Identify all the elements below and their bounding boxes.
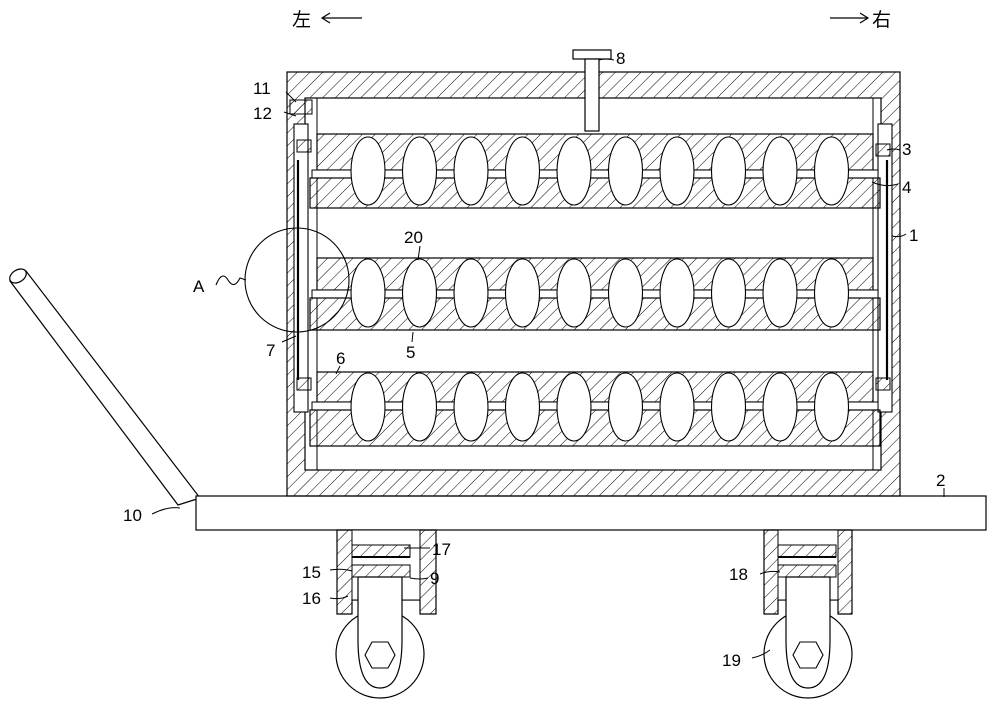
tray-2 [309, 257, 881, 331]
right-arrow-head [859, 12, 870, 24]
direction-left: 左 [292, 9, 362, 31]
egg-slot [401, 136, 438, 206]
rod-cap [572, 49, 612, 60]
egg-slot [659, 136, 695, 206]
label-9: 9 [430, 569, 439, 588]
egg-slot [453, 258, 489, 328]
label-17: 17 [432, 540, 451, 559]
label-a: A [193, 277, 205, 296]
leader-12 [283, 111, 297, 117]
tray-3 [309, 371, 881, 447]
tray-group [309, 133, 881, 447]
push-handle [9, 268, 201, 506]
direction-right: 右 [830, 9, 891, 31]
leader-4 [871, 181, 899, 187]
left-side-frame [289, 99, 313, 413]
rod-shaft [584, 58, 600, 132]
part-11-12-block [289, 99, 313, 115]
egg-slot [504, 372, 541, 442]
leader-20 [417, 245, 421, 261]
egg-slot [607, 136, 644, 206]
handle-grip-end [9, 268, 27, 284]
left-wheel-bracket [357, 576, 403, 689]
egg-slot [453, 372, 489, 442]
label-4: 4 [902, 178, 911, 197]
leader-3 [886, 148, 901, 151]
label-7: 7 [266, 341, 275, 360]
egg-slot [813, 136, 850, 206]
label-1: 1 [909, 226, 918, 245]
leader-16 [329, 595, 349, 600]
egg-slot [659, 372, 695, 442]
egg-slot [504, 258, 541, 328]
left-arrow-head [320, 12, 331, 24]
leader-18 [759, 570, 781, 575]
egg-slot [762, 258, 798, 328]
leader-19 [751, 649, 771, 659]
label-3: 3 [902, 140, 911, 159]
egg-slot [350, 258, 386, 328]
direction-left-label: 左 [292, 9, 311, 31]
right-caster [763, 529, 853, 699]
label-19: 19 [722, 651, 741, 670]
right-axle-nut [792, 641, 824, 669]
egg-slot [710, 136, 747, 206]
egg-slot [350, 136, 386, 206]
leader-11 [285, 91, 297, 103]
leader-1 [891, 233, 907, 238]
left-caster [335, 529, 437, 699]
egg-slot [710, 372, 747, 442]
egg-slot [659, 258, 695, 328]
label-6: 6 [336, 349, 345, 368]
leader-7 [281, 335, 297, 343]
label-5: 5 [406, 343, 415, 362]
part-labels: 8 11 12 3 4 1 20 A 7 5 6 2 10 17 9 15 16… [123, 49, 945, 670]
label-2: 2 [936, 471, 945, 490]
egg-slot [762, 372, 798, 442]
egg-slot [556, 136, 592, 206]
direction-right-label: 右 [872, 9, 891, 31]
egg-slot [504, 136, 541, 206]
egg-slot [350, 372, 386, 442]
right-side-frame [875, 123, 893, 413]
label-12: 12 [253, 104, 272, 123]
leader-10 [151, 507, 181, 515]
egg-slot [813, 372, 850, 442]
top-lift-rod [572, 49, 612, 132]
leader-15 [329, 568, 353, 572]
egg-slot [607, 258, 644, 328]
egg-slot [453, 136, 489, 206]
egg-slot [813, 258, 850, 328]
egg-slot [556, 258, 592, 328]
label-11: 11 [253, 79, 271, 98]
egg-slot [556, 372, 592, 442]
base-plate [195, 495, 987, 531]
left-axle-nut [364, 641, 396, 669]
label-18: 18 [729, 565, 748, 584]
leader-8 [598, 58, 615, 61]
leader-lines [151, 58, 945, 659]
detail-a-leader [215, 275, 247, 286]
egg-slot [401, 258, 438, 328]
egg-slot [401, 372, 438, 442]
label-15: 15 [302, 563, 321, 582]
leader-5 [411, 331, 414, 343]
egg-slot [762, 136, 798, 206]
egg-slot [607, 372, 644, 442]
tray-1 [309, 133, 881, 209]
leader-9 [409, 577, 429, 580]
label-16: 16 [302, 589, 321, 608]
egg-slot [710, 258, 747, 328]
leader-6 [335, 365, 341, 375]
label-20: 20 [404, 228, 423, 247]
right-wheel-bracket [785, 576, 831, 689]
label-10: 10 [123, 506, 142, 525]
label-8: 8 [616, 49, 625, 68]
